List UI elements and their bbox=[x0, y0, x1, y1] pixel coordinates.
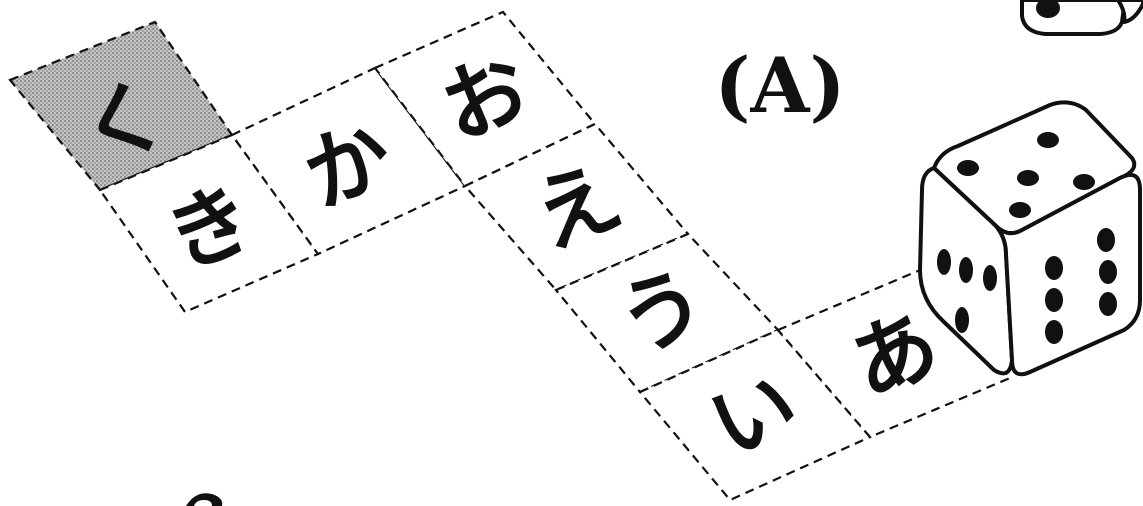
die-pip bbox=[1073, 174, 1095, 190]
die-pip bbox=[959, 257, 973, 283]
board-cell-e: え bbox=[463, 122, 690, 292]
die-pip bbox=[1017, 170, 1039, 186]
die-pip bbox=[1097, 228, 1115, 252]
die-icon bbox=[918, 100, 1142, 377]
partial-mark-icon bbox=[186, 493, 223, 506]
board-cell-o: お bbox=[373, 10, 597, 188]
die-right-face bbox=[994, 173, 1142, 377]
die-partial-icon bbox=[1020, 0, 1143, 36]
die-pip bbox=[1037, 132, 1059, 148]
die-pip bbox=[1045, 320, 1063, 344]
die-pip bbox=[957, 160, 979, 176]
figure-label: (A) bbox=[715, 41, 846, 130]
die-pip bbox=[1099, 260, 1117, 284]
die-pip bbox=[955, 307, 969, 333]
die-pip bbox=[983, 265, 997, 291]
board-cell-u: う bbox=[554, 232, 780, 394]
die-pip bbox=[1045, 256, 1063, 280]
die-pip bbox=[937, 249, 951, 275]
die-pip bbox=[1099, 292, 1117, 316]
die-pip bbox=[1009, 202, 1031, 218]
die-pip bbox=[1045, 288, 1063, 312]
board-cell-ku: く bbox=[8, 20, 234, 192]
board-cell-ka: か bbox=[230, 66, 467, 256]
cell-outline bbox=[373, 10, 597, 188]
board-path: く き か お え う い あ bbox=[8, 10, 1012, 502]
